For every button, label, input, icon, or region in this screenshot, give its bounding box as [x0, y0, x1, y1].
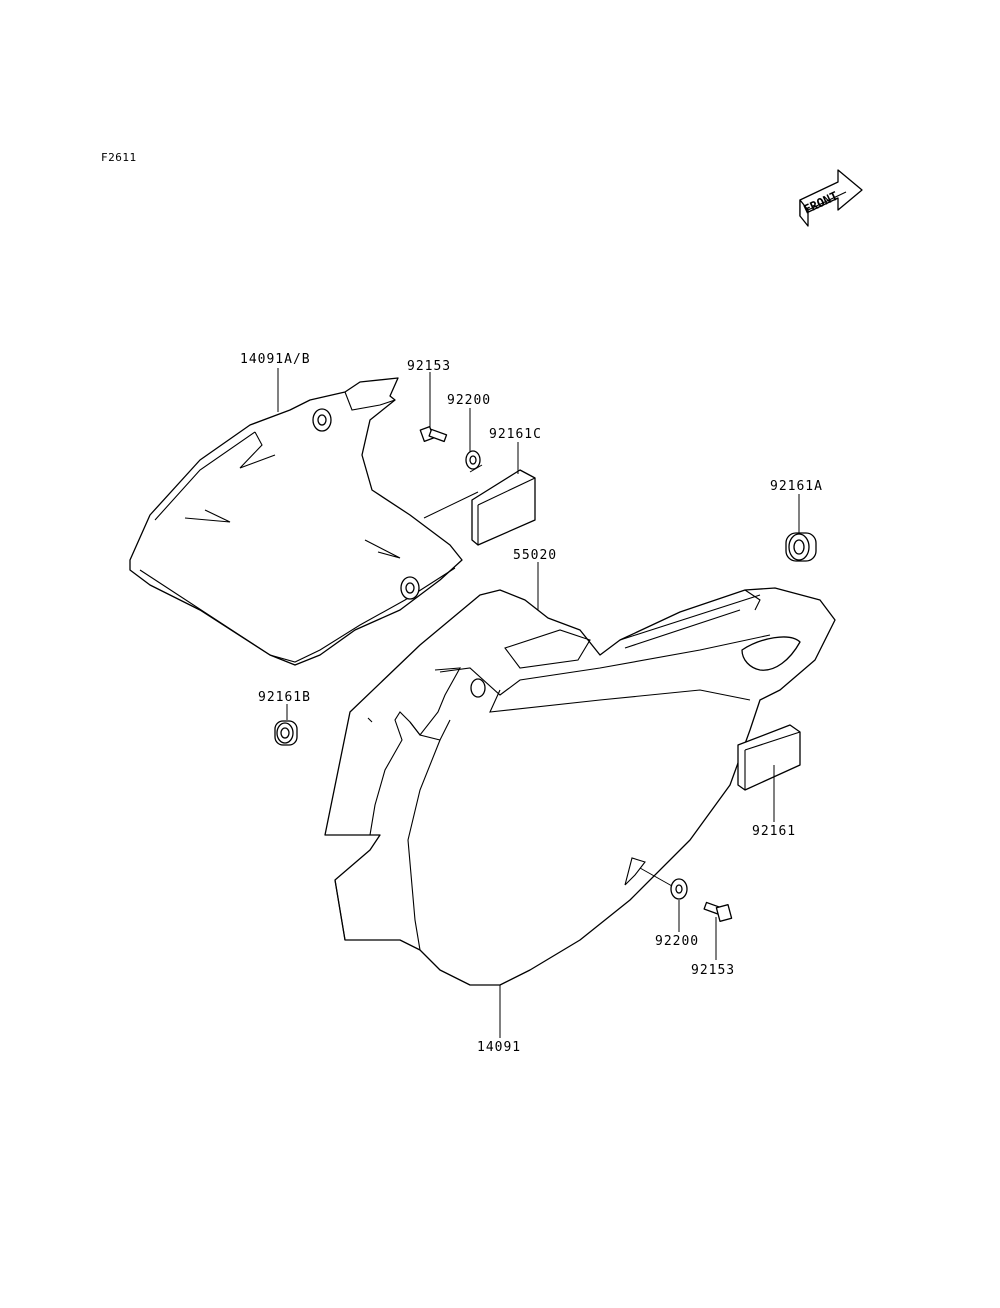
- lower-washer-icon: [670, 878, 688, 900]
- grommet-b-icon: [274, 720, 298, 746]
- lower-side-cover-shape: [324, 587, 836, 986]
- callout-lower-bolt: 92153: [691, 963, 736, 978]
- callout-upper-bolt: 92153: [407, 359, 452, 374]
- callout-upper-pad: 92161C: [489, 427, 542, 442]
- callout-upper-side-cover: 14091A/B: [240, 352, 311, 367]
- lower-pad-icon: [737, 724, 801, 791]
- upper-side-cover-shape: [129, 377, 463, 666]
- upper-pad-icon: [471, 469, 536, 546]
- callout-upper-washer: 92200: [447, 393, 492, 408]
- callout-lower-pad: 92161: [752, 824, 797, 839]
- lower-bolt-icon: [703, 901, 733, 922]
- callout-grommet-b: 92161B: [258, 690, 311, 705]
- callout-lower-washer: 92200: [655, 934, 700, 949]
- callout-emblem-pad: 55020: [513, 548, 558, 563]
- grommet-a-icon: [785, 532, 817, 562]
- leader-lines: [277, 368, 800, 1038]
- upper-washer-icon: [465, 450, 481, 470]
- callout-grommet-a: 92161A: [770, 479, 823, 494]
- callout-lower-side-cover: 14091: [477, 1040, 522, 1055]
- front-arrow-icon: FRONT: [799, 169, 863, 227]
- upper-bolt-icon: [419, 426, 448, 443]
- figure-id: F2611: [101, 151, 137, 164]
